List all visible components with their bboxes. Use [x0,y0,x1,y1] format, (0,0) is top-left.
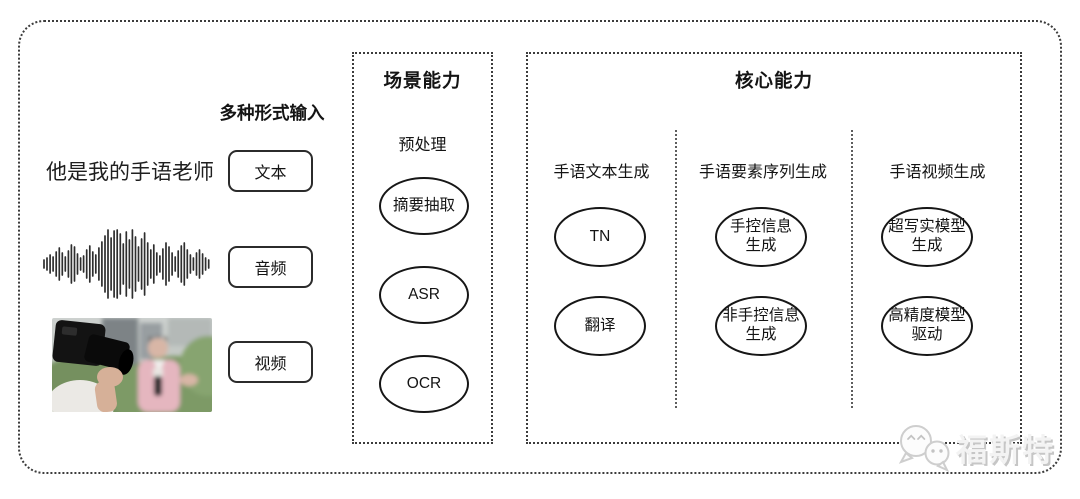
audio-input-label: 音频 [254,261,287,278]
node-non-manual-info-generation: 非手控信息 生成 [715,296,807,356]
node-label: 生成 [745,326,777,343]
core-capability-panel: 核心能力 手语文本生成 手语要素序列生成 手语视频生成 TN 翻译 手控信息 生… [526,52,1022,444]
sample-sentence: 他是我的手语老师 [46,161,214,184]
node-tn: TN [554,207,646,267]
video-thumbnail [52,318,212,412]
column-divider [675,130,677,408]
input-forms-label: 多种形式输入 [219,103,325,123]
scene-panel-title: 场景能力 [383,70,462,91]
text-input-label: 文本 [254,165,287,182]
column-header-sign-element-sequence-generation: 手语要素序列生成 [698,164,827,181]
node-label: 超写实模型 [888,218,966,236]
scene-capability-panel: 场景能力 预处理 摘要抽取 ASR OCR [352,52,493,444]
node-high-precision-model-driving: 高精度模型 驱动 [881,296,973,356]
column-header-sign-video-generation: 手语视频生成 [889,164,986,181]
node-label: 摘要抽取 [392,196,455,214]
node-label: 翻译 [584,316,616,334]
node-asr: ASR [379,266,469,324]
node-manual-info-generation: 手控信息 生成 [715,207,807,267]
column-header-sign-text-generation: 手语文本生成 [553,164,650,181]
node-label: 高精度模型 [888,307,966,325]
node-hyperrealistic-model-generation: 超写实模型 生成 [881,207,973,267]
node-label: 生成 [911,237,943,254]
node-summary-extraction: 摘要抽取 [379,177,469,235]
outer-dashed-border [18,20,1062,474]
node-label: ASR [408,285,440,303]
audio-input-box: 音频 [228,246,313,288]
node-label: OCR [406,374,442,392]
node-translation: 翻译 [554,296,646,356]
text-input-box: 文本 [228,150,313,192]
node-label: 非手控信息 [722,307,800,325]
video-input-box: 视频 [228,341,313,383]
watermark: 福斯特 [895,421,1055,473]
node-label: 手控信息 [729,218,792,236]
audio-waveform-icon [43,229,210,299]
video-input-label: 视频 [254,356,287,373]
node-ocr: OCR [379,355,469,413]
node-label: 驱动 [911,326,943,343]
camera-icon [52,320,134,412]
node-label: TN [589,227,611,245]
column-divider [851,130,853,408]
preprocess-label: 预处理 [398,137,447,154]
node-label: 生成 [745,237,777,254]
chat-bubbles-logo-icon [898,425,950,473]
reporter-photo-icon [52,318,212,412]
core-panel-title: 核心能力 [734,70,813,91]
watermark-text: 福斯特 [956,432,1055,468]
